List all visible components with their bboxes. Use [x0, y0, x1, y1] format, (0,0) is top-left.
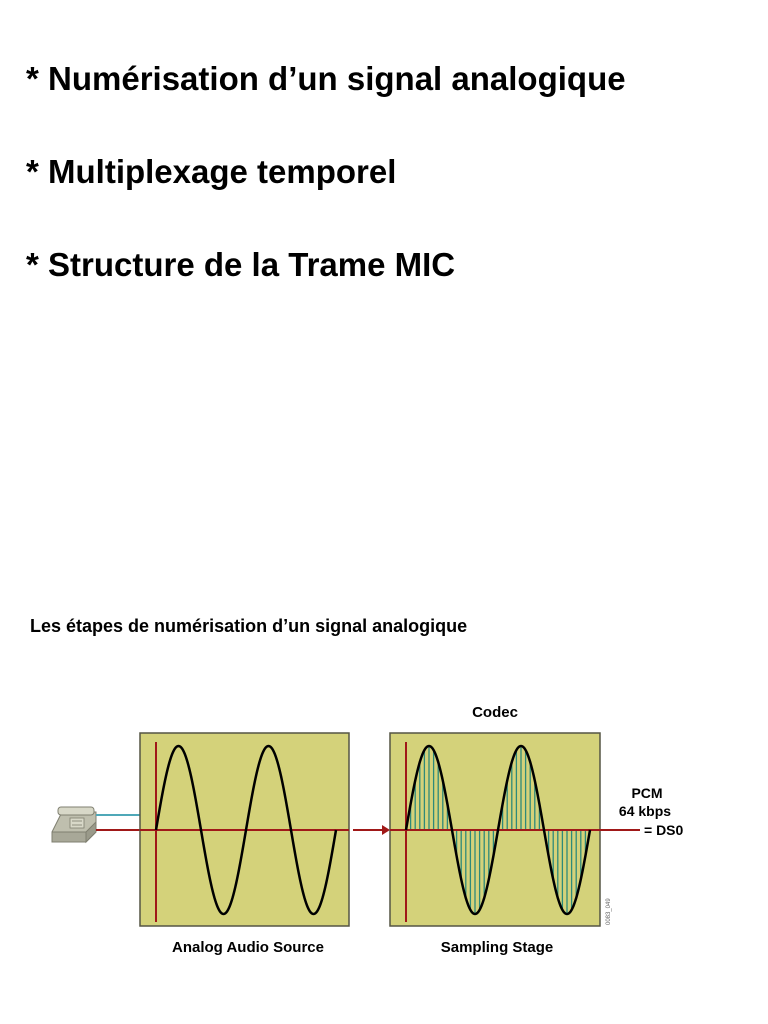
analog-waveform	[154, 744, 338, 916]
arrow-right-icon	[353, 825, 390, 835]
sampled-waveform	[404, 744, 592, 916]
rate-label: 64 kbps	[619, 803, 671, 819]
pcm-label: PCM	[631, 785, 662, 801]
bullet-digitization: * Numérisation d’un signal analogique	[26, 60, 626, 97]
sampling-stage-label: Sampling Stage	[441, 939, 554, 956]
diagram-subtitle: Les étapes de numérisation d’un signal a…	[30, 616, 468, 636]
bullet-frame-structure: * Structure de la Trame MIC	[26, 246, 456, 283]
analog-source-panel	[139, 732, 350, 927]
codec-label: Codec	[472, 704, 518, 721]
telephone-icon	[51, 806, 97, 844]
bullet-multiplexing: * Multiplexage temporel	[26, 153, 397, 190]
analog-source-label: Analog Audio Source	[172, 939, 324, 956]
figure-code: 0083_049	[606, 898, 612, 925]
ds0-label: = DS0	[644, 822, 684, 838]
sampling-stage-panel	[389, 732, 601, 927]
